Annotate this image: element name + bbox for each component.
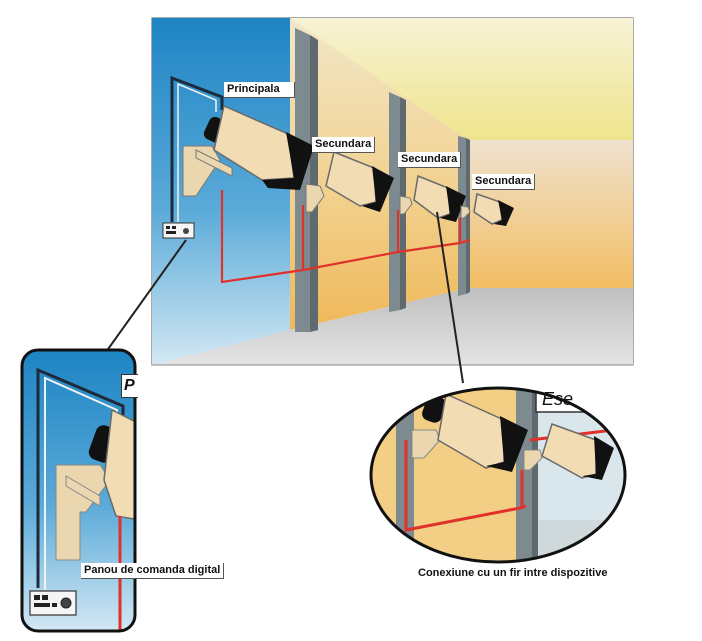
pillars <box>295 28 470 332</box>
wire-zoom <box>369 386 627 564</box>
label-secondary-camera-3: Secundara <box>472 174 536 190</box>
room-scene <box>151 17 634 366</box>
control-panel-large <box>29 590 77 616</box>
red-wire <box>220 190 471 284</box>
secondary-camera-3 <box>460 192 514 226</box>
main-camera <box>182 104 314 197</box>
wire-connector-line <box>436 211 464 384</box>
control-cables <box>170 75 224 222</box>
label-secondary-camera-1: Secundara <box>312 137 376 153</box>
secondary-camera-2 <box>399 174 466 222</box>
floor <box>152 288 633 365</box>
zoom-label-fragment-right: Ese <box>542 389 574 409</box>
caption-single-wire: Conexiune cu un fir intre dispozitive <box>418 567 608 579</box>
secondary-camera-1 <box>305 150 394 213</box>
panel-connector-line <box>105 239 187 353</box>
label-main-camera: Principala <box>224 82 295 98</box>
ceiling <box>290 18 633 140</box>
panel-zoom <box>20 348 137 633</box>
zoom-label-fragment-left: P <box>121 374 138 398</box>
label-digital-panel: Panou de comanda digital <box>81 563 225 579</box>
label-secondary-camera-2: Secundara <box>398 152 462 168</box>
control-panel-small <box>162 222 195 239</box>
